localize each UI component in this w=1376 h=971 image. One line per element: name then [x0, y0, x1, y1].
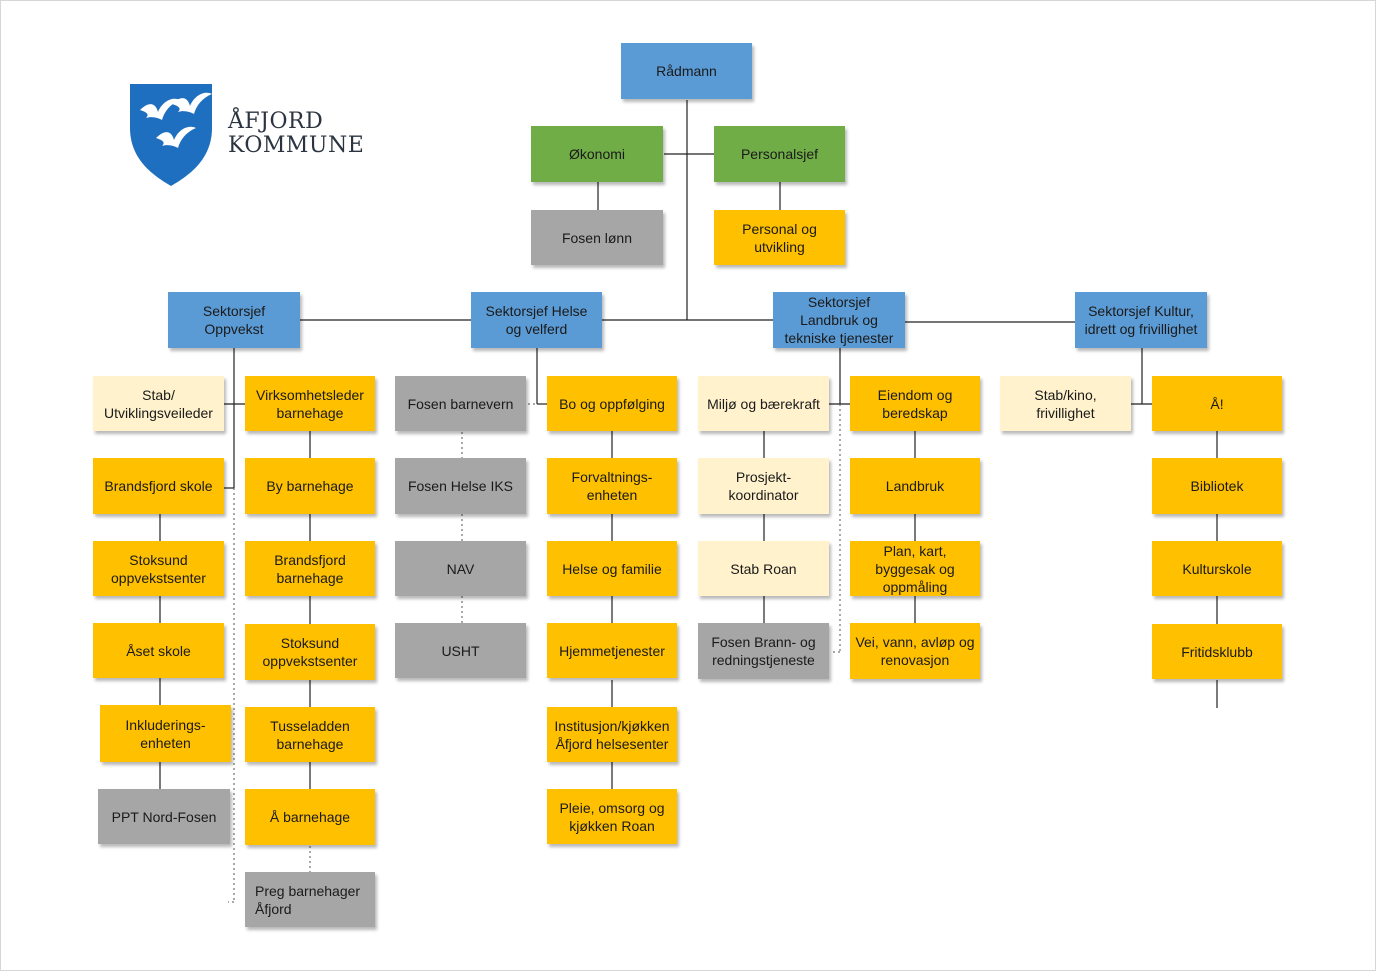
- school-box[interactable]: Brandsfjord skole: [93, 458, 224, 514]
- health-unit-box[interactable]: Forvaltnings- enheten: [547, 458, 677, 514]
- school-box[interactable]: Stoksund oppvekstsenter: [93, 541, 224, 596]
- virksomhetsleder-barnehage-box[interactable]: Virksomhetsleder barnehage: [245, 376, 375, 431]
- kindergarten-box[interactable]: Preg barnehager Åfjord: [245, 872, 375, 927]
- kindergarten-box[interactable]: Stoksund oppvekstsenter: [245, 624, 375, 680]
- sektorsjef-oppvekst-box[interactable]: Sektorsjef Oppvekst: [168, 292, 300, 348]
- radmann-box[interactable]: Rådmann: [621, 43, 752, 99]
- landbruk-unit-box[interactable]: Vei, vann, avløp og renovasjon: [850, 623, 980, 679]
- shield-with-birds-icon: [130, 84, 212, 186]
- kultur-unit-box[interactable]: Å!: [1152, 376, 1282, 431]
- kindergarten-box[interactable]: Brandsfjord barnehage: [245, 541, 375, 596]
- personalsjef-box[interactable]: Personalsjef: [714, 126, 845, 182]
- external-partner-box[interactable]: Fosen Helse IKS: [395, 458, 526, 514]
- landbruk-staff-box[interactable]: Stab Roan: [698, 541, 829, 596]
- external-partner-box[interactable]: NAV: [395, 541, 526, 596]
- health-unit-box[interactable]: Institusjon/kjøkken Åfjord helsesenter: [547, 707, 677, 762]
- landbruk-staff-box[interactable]: Prosjekt- koordinator: [698, 458, 829, 514]
- kindergarten-box[interactable]: Tusseladden barnehage: [245, 707, 375, 762]
- logo-text: ÅFJORD KOMMUNE: [228, 109, 365, 158]
- sektorsjef-helse-box[interactable]: Sektorsjef Helse og velferd: [471, 292, 602, 348]
- fosen-lonn-box[interactable]: Fosen lønn: [531, 210, 663, 265]
- external-partner-box[interactable]: USHT: [395, 623, 526, 678]
- health-unit-box[interactable]: Hjemmetjenester: [547, 623, 677, 678]
- landbruk-unit-box[interactable]: Landbruk: [850, 458, 980, 514]
- school-box[interactable]: Åset skole: [93, 623, 224, 678]
- kindergarten-box[interactable]: Å barnehage: [245, 789, 375, 845]
- sektorsjef-kultur-box[interactable]: Sektorsjef Kultur, idrett og frivillighe…: [1075, 292, 1207, 348]
- kultur-stab-box[interactable]: Stab/kino, frivillighet: [1000, 376, 1131, 431]
- landbruk-staff-box[interactable]: Fosen Brann- og redningstjeneste: [698, 623, 829, 679]
- external-partner-box[interactable]: Fosen barnevern: [395, 376, 526, 431]
- sektorsjef-landbruk-box[interactable]: Sektorsjef Landbruk og tekniske tjeneste…: [773, 292, 905, 348]
- stab-utviklingsveileder-box[interactable]: Stab/ Utviklingsveileder: [93, 376, 224, 431]
- landbruk-staff-box[interactable]: Miljø og bærekraft: [698, 376, 829, 431]
- kindergarten-box[interactable]: By barnehage: [245, 458, 375, 514]
- health-unit-box[interactable]: Helse og familie: [547, 541, 677, 596]
- personal-utvikling-box[interactable]: Personal og utvikling: [714, 210, 845, 265]
- landbruk-unit-box[interactable]: Eiendom og beredskap: [850, 376, 980, 431]
- health-unit-box[interactable]: Bo og oppfølging: [547, 376, 677, 431]
- kultur-unit-box[interactable]: Kulturskole: [1152, 541, 1282, 596]
- logo: [128, 82, 348, 192]
- okonomi-box[interactable]: Økonomi: [531, 126, 663, 182]
- school-box[interactable]: PPT Nord-Fosen: [98, 789, 230, 844]
- kultur-unit-box[interactable]: Bibliotek: [1152, 458, 1282, 514]
- school-box[interactable]: Inkluderings- enheten: [100, 705, 231, 762]
- kultur-unit-box[interactable]: Fritidsklubb: [1152, 624, 1282, 679]
- landbruk-unit-box[interactable]: Plan, kart, byggesak og oppmåling: [850, 541, 980, 596]
- health-unit-box[interactable]: Pleie, omsorg og kjøkken Roan: [547, 789, 677, 844]
